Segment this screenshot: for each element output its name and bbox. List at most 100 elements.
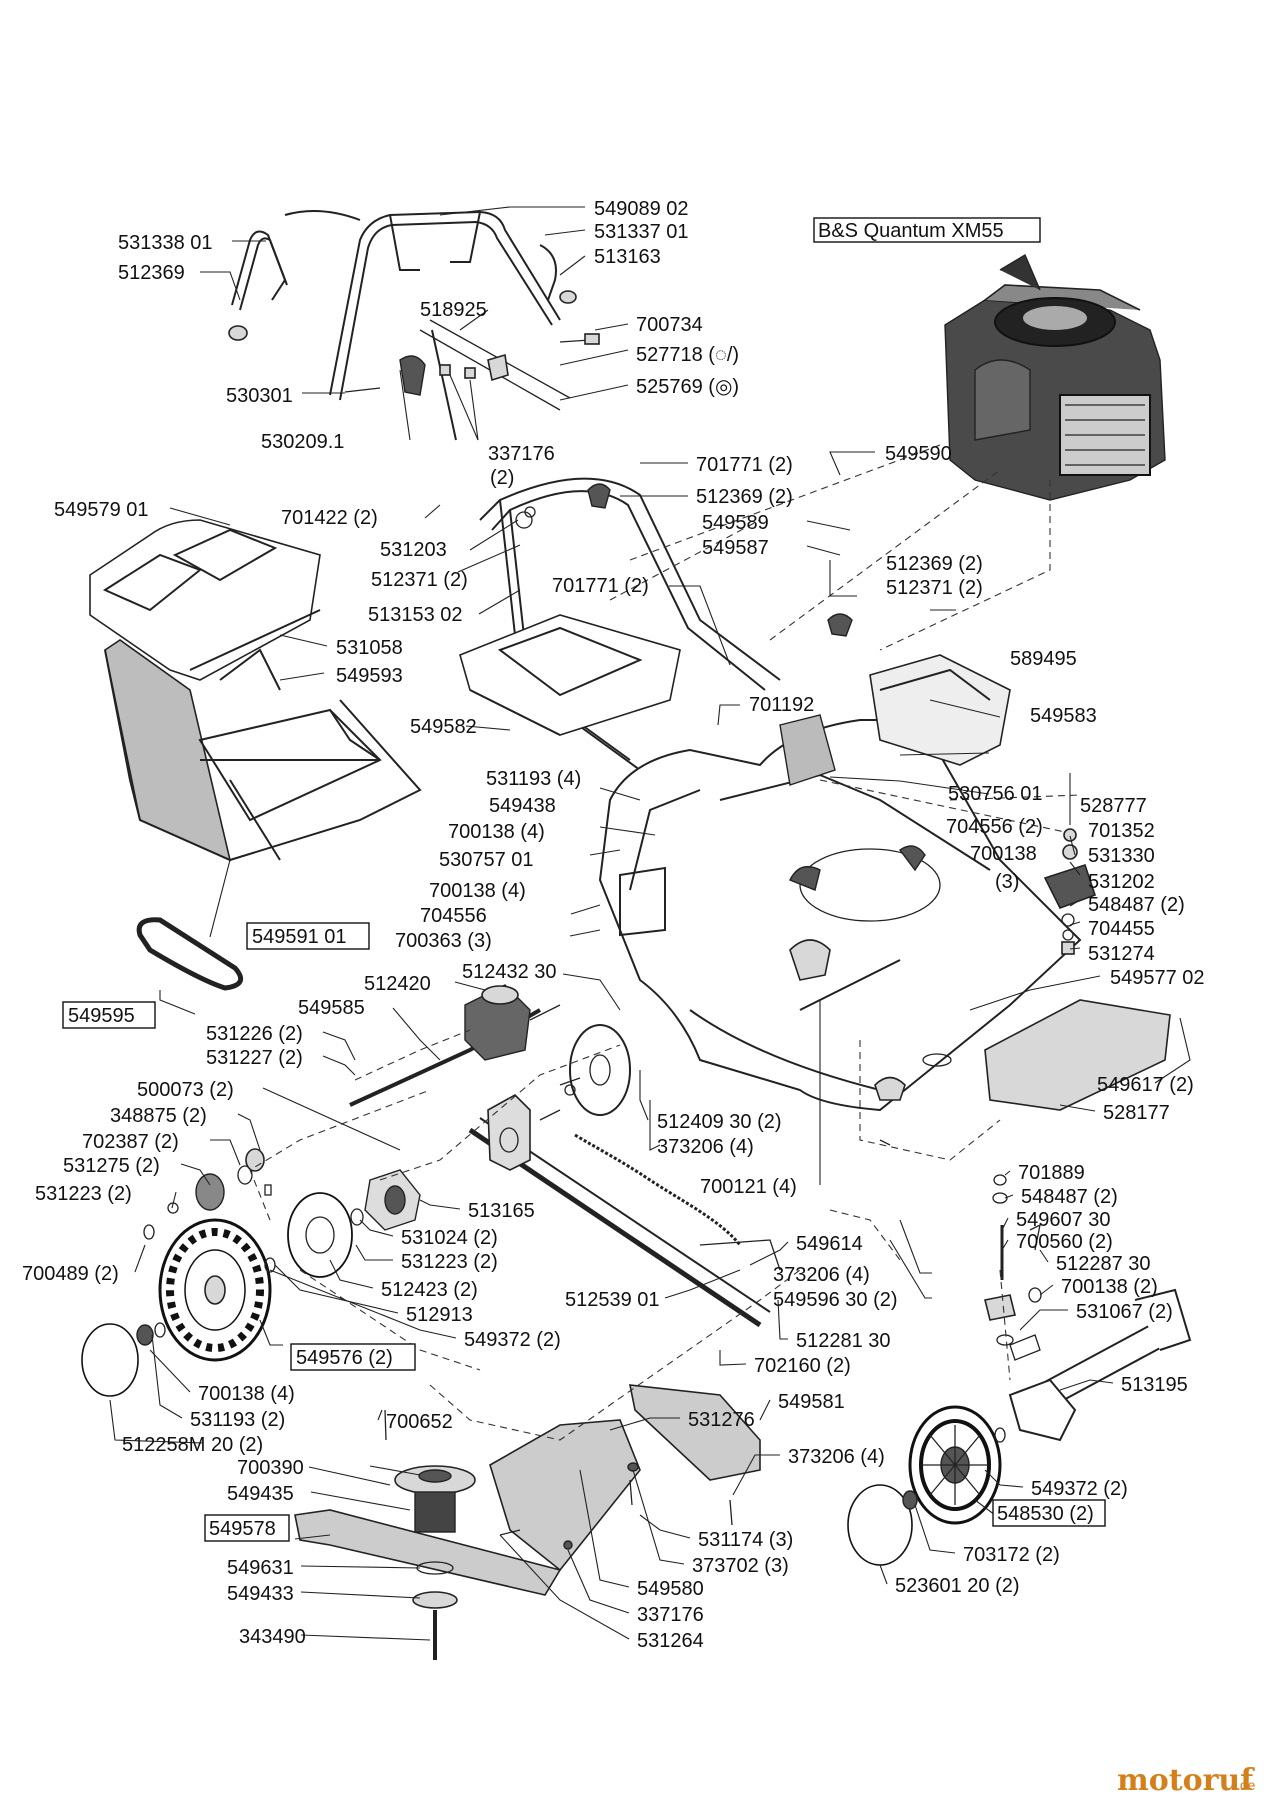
label-549577-02: 549577 02 xyxy=(1110,967,1205,989)
label-549614: 549614 xyxy=(796,1233,863,1255)
rear-axle xyxy=(468,1094,781,1328)
label-qty-3-a: (3) xyxy=(995,871,1019,893)
label-549372-2b: 549372 (2) xyxy=(1031,1478,1128,1500)
label-549631: 549631 xyxy=(227,1557,294,1579)
label-531067-2: 531067 (2) xyxy=(1076,1301,1173,1323)
label-702387-2: 702387 (2) xyxy=(82,1131,179,1153)
label-512369-2a: 512369 (2) xyxy=(696,486,793,508)
label-531223-2a: 531223 (2) xyxy=(35,1183,132,1205)
label-373206-4c: 373206 (4) xyxy=(788,1446,885,1468)
label-527718: 527718 (◌/) xyxy=(636,344,739,366)
label-530757-01: 530757 01 xyxy=(439,849,534,871)
label-549585: 549585 xyxy=(298,997,365,1019)
label-513195: 513195 xyxy=(1121,1374,1188,1396)
label-701192: 701192 xyxy=(749,694,814,716)
label-531337-01: 531337 01 xyxy=(594,221,689,243)
label-702160-2: 702160 (2) xyxy=(754,1355,851,1377)
label-700121-4: 700121 (4) xyxy=(700,1176,797,1198)
label-531174-3: 531174 (3) xyxy=(698,1529,793,1551)
label-512539-01: 512539 01 xyxy=(565,1289,660,1311)
label-589495: 589495 xyxy=(1010,648,1077,670)
label-548487-2a: 548487 (2) xyxy=(1088,894,1185,916)
label-701352: 701352 xyxy=(1088,820,1155,842)
label-373206-4a: 373206 (4) xyxy=(657,1136,754,1158)
label-549579-01: 549579 01 xyxy=(54,499,149,521)
label-530301: 530301 xyxy=(226,385,293,407)
label-boxes xyxy=(62,217,1106,1542)
label-525769: 525769 (◎) xyxy=(636,376,739,398)
label-337176-a: 337176 xyxy=(488,443,555,465)
label-528177: 528177 xyxy=(1103,1102,1170,1124)
label-549617-2: 549617 (2) xyxy=(1097,1074,1194,1096)
rear-flap xyxy=(459,614,681,736)
height-adjuster-front xyxy=(879,1139,1042,1346)
label-531193-2: 531193 (2) xyxy=(190,1409,285,1431)
baffle xyxy=(489,1384,761,1572)
watermark-brand: motoruf xyxy=(1117,1763,1255,1798)
label-512281-30: 512281 30 xyxy=(796,1330,891,1352)
rear-drive-left xyxy=(143,1148,421,1278)
label-549583: 549583 xyxy=(1030,705,1097,727)
label-531203: 531203 xyxy=(380,539,447,561)
label-700734: 700734 xyxy=(636,314,703,336)
label-549438: 549438 xyxy=(489,795,556,817)
handle-fittings xyxy=(228,290,600,396)
label-549578: 549578 xyxy=(209,1518,276,1540)
label-531223-2b: 531223 (2) xyxy=(401,1251,498,1273)
label-549433: 549433 xyxy=(227,1583,294,1605)
label-549576-2: 549576 (2) xyxy=(296,1347,393,1369)
label-700560-2: 700560 (2) xyxy=(1016,1231,1113,1253)
label-512432-30: 512432 30 xyxy=(462,961,557,983)
label-549595: 549595 xyxy=(68,1005,135,1027)
label-500073-2: 500073 (2) xyxy=(137,1079,234,1101)
label-549596-30-2: 549596 30 (2) xyxy=(773,1289,898,1311)
spring-rod xyxy=(574,1133,742,1246)
label-549089-02: 549089 02 xyxy=(594,198,689,220)
label-518925: 518925 xyxy=(420,299,487,321)
rear-wheel-left xyxy=(81,1218,272,1397)
label-549435: 549435 xyxy=(227,1483,294,1505)
label-337176-b: 337176 xyxy=(637,1604,704,1626)
watermark-tld: .de xyxy=(1236,1777,1256,1793)
label-512913: 512913 xyxy=(406,1304,473,1326)
label-512371-2b: 512371 (2) xyxy=(886,577,983,599)
label-531226-2: 531226 (2) xyxy=(206,1023,303,1045)
label-531330: 531330 xyxy=(1088,845,1155,867)
catcher-lid xyxy=(89,519,321,681)
label-548530-2: 548530 (2) xyxy=(997,1503,1094,1525)
gearbox xyxy=(349,984,561,1107)
label-703172-2: 703172 (2) xyxy=(963,1544,1060,1566)
label-549590: 549590 xyxy=(885,443,952,465)
label-531264: 531264 xyxy=(637,1630,704,1652)
label-531202: 531202 xyxy=(1088,871,1155,893)
watermark: motoruf .de xyxy=(1117,1763,1256,1798)
label-700390: 700390 xyxy=(237,1457,304,1479)
mower-deck xyxy=(598,719,1171,1112)
label-348875-2: 348875 (2) xyxy=(110,1105,207,1127)
label-704455: 704455 xyxy=(1088,918,1155,940)
drive-pulley xyxy=(559,1024,631,1116)
label-512369: 512369 xyxy=(118,262,185,284)
label-373206-4b: 373206 (4) xyxy=(773,1264,870,1286)
side-cover xyxy=(779,654,1011,786)
label-513165: 513165 xyxy=(468,1200,535,1222)
label-549591-01: 549591 01 xyxy=(252,926,347,948)
label-512423-2: 512423 (2) xyxy=(381,1279,478,1301)
label-549607-30: 549607 30 xyxy=(1016,1209,1111,1231)
label-704556-2: 704556 (2) xyxy=(946,816,1043,838)
label-373702-3: 373702 (3) xyxy=(692,1555,789,1577)
label-549581: 549581 xyxy=(778,1391,845,1413)
label-531274: 531274 xyxy=(1088,943,1155,965)
engine-label: B&S Quantum XM55 xyxy=(818,220,1004,242)
label-700138-4a: 700138 (4) xyxy=(448,821,545,843)
label-549593: 549593 xyxy=(336,665,403,687)
label-512287-30: 512287 30 xyxy=(1056,1253,1151,1275)
label-531227-2: 531227 (2) xyxy=(206,1047,303,1069)
label-531024-2: 531024 (2) xyxy=(401,1227,498,1249)
label-701771-2b: 701771 (2) xyxy=(552,575,649,597)
label-531058: 531058 xyxy=(336,637,403,659)
label-549587: 549587 xyxy=(702,537,769,559)
label-qty-2-a: (2) xyxy=(490,467,514,489)
blade-assembly xyxy=(294,1409,562,1660)
